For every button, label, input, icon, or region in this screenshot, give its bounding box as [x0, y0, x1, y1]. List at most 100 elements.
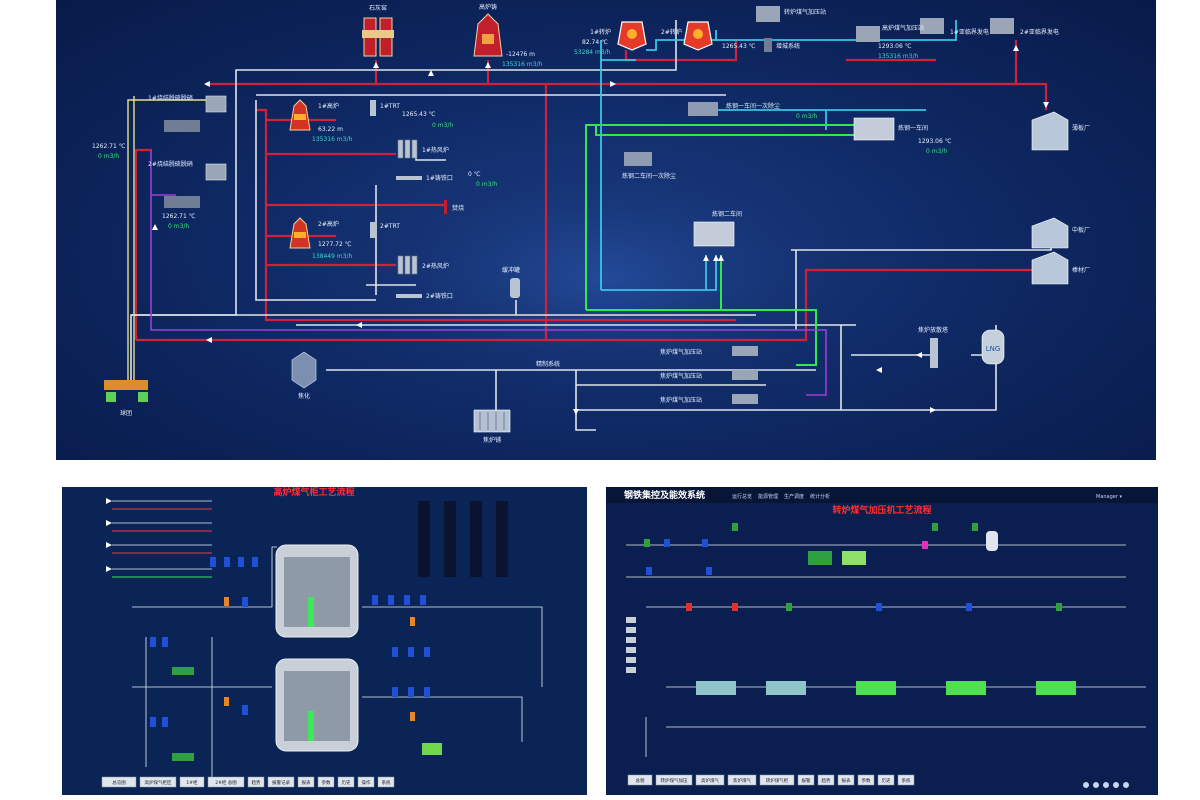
flare-label: 焚烧: [452, 204, 464, 212]
gas-holder-1[interactable]: [275, 544, 359, 638]
pellet-plant[interactable]: 球团: [104, 380, 148, 417]
hot-stove-2-label: 2#热风炉: [422, 262, 449, 270]
bar-mill[interactable]: 棒材厂: [1031, 251, 1090, 285]
mid-plate-mill[interactable]: 中板厂: [1031, 217, 1090, 249]
br-button[interactable]: 报警: [797, 774, 815, 786]
sintering-1[interactable]: 1#烧结脱硫脱硝: [148, 94, 227, 132]
br-button[interactable]: 高炉煤气: [695, 774, 725, 786]
br-button-label: 参数: [862, 777, 871, 784]
gas-holder-2[interactable]: [275, 658, 359, 752]
br-button[interactable]: 系统: [897, 774, 915, 786]
power-plant-1[interactable]: 1#亚临界发电: [920, 18, 989, 36]
converter-1-label: 1#转炉: [590, 28, 611, 36]
compressor-top[interactable]: 转炉煤气加压站: [756, 6, 826, 22]
br-button[interactable]: 转炉煤气加压: [655, 774, 693, 786]
thin-plate-mill[interactable]: 薄板厂: [1031, 111, 1090, 151]
hot-stove-2[interactable]: [397, 255, 418, 275]
br-button-label: 报表: [842, 777, 851, 784]
readings: 1262.71 ℃ 0 m3/h 1262.71 ℃ 0 m3/h 1293.0…: [92, 39, 952, 260]
br-menu-item[interactable]: 运行总览: [732, 493, 752, 500]
high-kiln-label: 高炉铸: [479, 3, 497, 11]
br-button[interactable]: 报表: [837, 774, 855, 786]
steel-workshop-2-dust[interactable]: 炼钢二车间一次除尘: [622, 152, 676, 180]
high-kiln-equipment[interactable]: 高炉铸: [473, 3, 503, 57]
br-button-label: 高炉煤气: [701, 777, 719, 784]
mix-tower-label: 焦炉放散塔: [918, 326, 948, 334]
mech-system[interactable]: 增城系统: [764, 38, 800, 52]
refining-label: 精制系统: [536, 360, 560, 368]
br-menu-item[interactable]: 能源管理: [758, 493, 778, 500]
tap-1[interactable]: 1#铸铁口: [396, 174, 453, 182]
hot-stove-1[interactable]: [397, 139, 418, 159]
bl-status-box[interactable]: [422, 743, 442, 755]
steel-2-label: 炼钢二车间: [712, 210, 742, 218]
steel-1-label: 炼钢一车间: [898, 124, 928, 132]
bl-button[interactable]: 报表: [297, 776, 315, 788]
bl-button[interactable]: 总览图: [101, 776, 137, 788]
coke-plant[interactable]: 焦化: [291, 351, 317, 400]
reading-temp: 1262.71 ℃: [92, 143, 126, 150]
br-pipes: [626, 544, 1146, 757]
bl-valves[interactable]: [150, 557, 430, 727]
br-header-bar: [606, 487, 1158, 503]
br-status-box[interactable]: [808, 551, 832, 565]
bl-button[interactable]: 历史: [337, 776, 355, 788]
lng-tank[interactable]: LNG: [981, 329, 1005, 365]
br-menu-item[interactable]: 统计分析: [810, 493, 830, 500]
sintering-2[interactable]: 2#烧结脱硫脱硝: [148, 160, 227, 208]
bl-button-label: 2#柜 总图: [215, 779, 237, 786]
br-button[interactable]: 趋势: [817, 774, 835, 786]
reading-flow: 0 m3/h: [926, 148, 947, 155]
flare-equipment[interactable]: 焚烧: [444, 200, 464, 214]
br-button-label: 转炉煤气加压: [661, 777, 688, 784]
bl-button[interactable]: 高炉煤气柜区: [139, 776, 177, 788]
br-button[interactable]: 总貌: [627, 774, 653, 786]
coke-gas-tank[interactable]: 焦炉铺: [473, 409, 511, 444]
br-tank[interactable]: [986, 531, 998, 551]
bl-button[interactable]: 1#柜: [179, 776, 205, 788]
br-compressors[interactable]: [696, 681, 1076, 695]
trt-2[interactable]: 2#TRT: [370, 222, 400, 238]
br-zoom-tools[interactable]: [1083, 782, 1129, 788]
coke-flare-tower[interactable]: 焦炉放散塔: [918, 326, 948, 368]
buffer-tank[interactable]: 缓冲罐: [502, 266, 520, 298]
br-button[interactable]: 历史: [877, 774, 895, 786]
steel-workshop-2[interactable]: 炼钢二车间: [693, 210, 742, 247]
br-button[interactable]: 参数: [857, 774, 875, 786]
converter-1[interactable]: 1#转炉: [590, 21, 647, 51]
converter-2[interactable]: 2#转炉: [661, 21, 713, 51]
blast-press-station[interactable]: 高炉煤气加压站: [856, 24, 924, 42]
trt-1[interactable]: 1#TRT: [370, 100, 400, 116]
lime-kiln-equipment[interactable]: 石灰窑: [362, 4, 394, 57]
bl-button[interactable]: 参数: [317, 776, 335, 788]
bl-orange-valves[interactable]: [224, 597, 415, 721]
br-user-menu[interactable]: Manager ▾: [1096, 494, 1123, 500]
hot-stove-1-label: 1#热风炉: [422, 146, 449, 154]
reading-level: 63.22 m: [318, 126, 343, 133]
bl-button[interactable]: 操作: [357, 776, 375, 788]
coke-gas-tank-label: 焦炉铺: [483, 436, 501, 444]
steel-workshop-1[interactable]: 炼钢一车间: [853, 117, 928, 141]
br-valves[interactable]: [644, 523, 1062, 611]
bl-button[interactable]: 系统: [377, 776, 395, 788]
tap-2[interactable]: 2#铸铁口: [396, 292, 453, 300]
gas-press-station[interactable]: 焦炉煤气加压站 焦炉煤气加压站 焦炉煤气加压站: [660, 346, 758, 404]
bl-red-pipes: [112, 508, 212, 554]
steel-2-dust-label: 炼钢二车间一次除尘: [622, 172, 676, 180]
reading-level: -12476 m: [506, 51, 535, 58]
blast-furnace-2[interactable]: 2#高炉: [289, 217, 339, 249]
br-system-title: 钢铁集控及能效系统: [624, 489, 705, 501]
reading-temp: 1265.43 ℃: [722, 43, 756, 50]
bl-button[interactable]: 2#柜 总图: [207, 776, 245, 788]
br-button[interactable]: 焦炉煤气: [727, 774, 757, 786]
bl-button[interactable]: 报警记录: [267, 776, 295, 788]
power-plant-2[interactable]: 2#亚临界发电: [990, 18, 1059, 36]
br-button[interactable]: 转炉煤气柜: [759, 774, 795, 786]
br-status-box[interactable]: [842, 551, 866, 565]
br-menu-item[interactable]: 生产调度: [784, 493, 804, 500]
steel-workshop-1-dust[interactable]: 炼钢一车间一次除尘: [688, 102, 780, 116]
purple-pipes: [150, 150, 827, 396]
blast-furnace-1[interactable]: 1#高炉: [289, 99, 339, 131]
bl-button[interactable]: 趋势: [247, 776, 265, 788]
reading-temp: 82.74 ℃: [582, 39, 608, 46]
